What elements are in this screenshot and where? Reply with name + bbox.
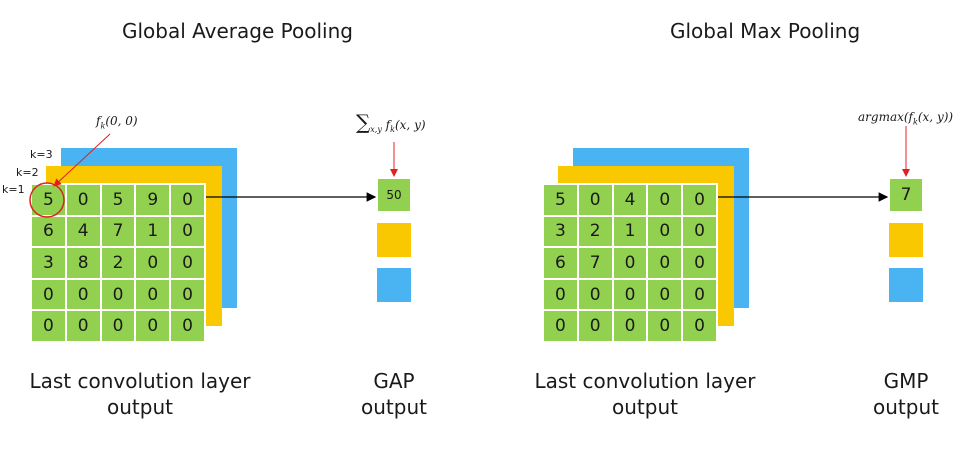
gap-right-caption-line1: GAP [373,369,415,393]
gmp-cell-r4-c4: 0 [682,310,717,342]
gap-cell-r0-c4: 0 [170,184,205,216]
gmp-cell-r3-c0: 0 [543,278,578,311]
gmp-cell-r3-c3: 0 [647,278,683,311]
gap-cell-r2-c4: 0 [170,247,205,279]
gap-right-caption: GAP output [344,368,444,420]
gap-cell-r4-c0: 0 [31,310,66,342]
gap-cell-r4-c2: 0 [100,310,136,342]
gmp-cell-r2-c4: 0 [682,247,717,279]
gap-left-caption-line1: Last convolution layer [29,369,251,393]
gmp-output-blue [889,268,923,302]
gap-cell-r4-c3: 0 [135,310,171,342]
gap-cell-r3-c3: 0 [135,278,171,311]
gmp-cell-r2-c2: 0 [612,247,648,279]
gap-cell-r1-c3: 1 [135,215,171,248]
gap-output-value: 50 [386,188,402,202]
fk-pointer-label: fk(0, 0) [96,114,138,131]
gmp-cell-r4-c0: 0 [543,310,578,342]
gmp-cell-r0-c4: 0 [682,184,717,216]
gmp-cell-r0-c0: 5 [543,184,578,216]
gap-cell-r1-c1: 4 [65,215,101,248]
gmp-cell-r1-c3: 0 [647,215,683,248]
k1-label: k=1 [2,183,25,196]
gap-cell-r1-c4: 0 [170,215,205,248]
gap-cell-r2-c2: 2 [100,247,136,279]
gap-cell-r0-c0: 5 [31,184,66,216]
gmp-cell-r0-c3: 0 [647,184,683,216]
gmp-right-caption-line2: output [873,395,939,419]
gap-cell-r0-c2: 5 [100,184,136,216]
gmp-left-caption-line1: Last convolution layer [534,369,756,393]
gap-sum-formula: ∑x,y fk(x, y) [356,110,426,135]
gap-cell-r4-c1: 0 [65,310,101,342]
gap-output-green: 50 [377,178,411,212]
gmp-output-green: 7 [889,178,923,212]
gmp-cell-r1-c4: 0 [682,215,717,248]
gap-cell-r1-c0: 6 [31,215,66,248]
gmp-left-caption: Last convolution layer output [515,368,775,420]
gap-left-caption-line2: output [107,395,173,419]
gmp-cell-r3-c1: 0 [577,278,613,311]
gap-cell-r3-c4: 0 [170,278,205,311]
gap-cell-r0-c3: 9 [135,184,171,216]
gmp-output-value: 7 [900,185,912,205]
k2-label: k=2 [16,166,39,179]
gmp-right-caption: GMP output [856,368,956,420]
gap-cell-r3-c1: 0 [65,278,101,311]
gap-cell-r4-c4: 0 [170,310,205,342]
gmp-cell-r2-c0: 6 [543,247,578,279]
gap-output-blue [377,268,411,302]
gmp-left-caption-line2: output [612,395,678,419]
gmp-cell-r2-c1: 7 [577,247,613,279]
gap-right-caption-line2: output [361,395,427,419]
gmp-cell-r3-c2: 0 [612,278,648,311]
gmp-cell-r2-c3: 0 [647,247,683,279]
gap-left-caption: Last convolution layer output [10,368,270,420]
gmp-cell-r4-c1: 0 [577,310,613,342]
gmp-output-yellow [889,223,923,257]
gap-cell-r1-c2: 7 [100,215,136,248]
gmp-argmax-formula: argmax(fk(x, y)) [858,110,954,127]
gmp-cell-r0-c1: 0 [577,184,613,216]
gap-output-yellow [377,223,411,257]
gmp-cell-r1-c1: 2 [577,215,613,248]
gmp-title: Global Max Pooling [670,19,861,43]
gmp-cell-r1-c0: 3 [543,215,578,248]
gap-cell-r2-c0: 3 [31,247,66,279]
k3-label: k=3 [30,148,53,161]
gmp-cell-r0-c2: 4 [612,184,648,216]
gap-cell-r2-c1: 8 [65,247,101,279]
gmp-cell-r4-c3: 0 [647,310,683,342]
gap-cell-r3-c0: 0 [31,278,66,311]
gmp-cell-r4-c2: 0 [612,310,648,342]
gmp-cell-r3-c4: 0 [682,278,717,311]
gap-cell-r0-c1: 0 [65,184,101,216]
gmp-cell-r1-c2: 1 [612,215,648,248]
gap-cell-r2-c3: 0 [135,247,171,279]
gap-cell-r3-c2: 0 [100,278,136,311]
gmp-right-caption-line1: GMP [883,369,929,393]
gap-title: Global Average Pooling [122,19,353,43]
